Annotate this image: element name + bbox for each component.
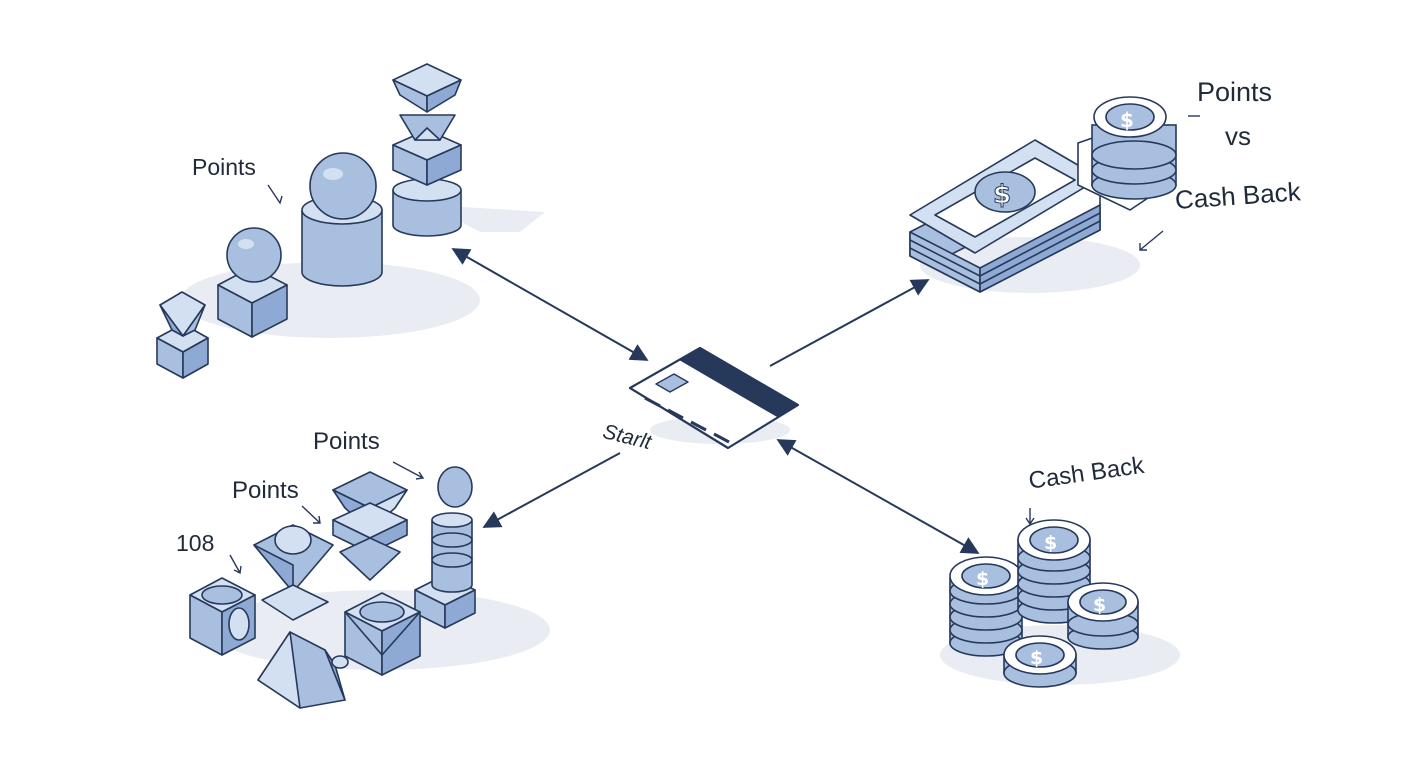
coin-stack-left: $ <box>949 556 1023 657</box>
funnel-shape <box>253 524 334 621</box>
cube-with-octagon <box>344 592 421 676</box>
arrow-card-to-coins <box>776 439 980 554</box>
coin-stack-middle: $ <box>1017 519 1091 624</box>
small-cube <box>156 291 209 379</box>
cylinder-with-sphere <box>301 152 383 287</box>
title-line-vs: vs <box>1225 121 1251 151</box>
arrow-card-to-shapes <box>482 452 621 528</box>
credit-card-icon <box>628 346 800 450</box>
coin-stack-right: $ <box>1067 582 1139 650</box>
label-number: 108 <box>176 530 215 556</box>
arrow-card-to-points <box>451 248 649 361</box>
dollar-sign-icon: $ <box>1093 594 1106 616</box>
coin-stack-top: $ <box>1077 96 1177 211</box>
points-solids-cluster <box>156 63 462 379</box>
dollar-sign-icon: $ <box>976 568 989 590</box>
dollar-sign-icon: $ <box>993 180 1012 211</box>
stacked-tower <box>392 63 462 237</box>
label-points-low: Points <box>232 477 299 504</box>
svg-text:$: $ <box>993 180 1011 210</box>
connector-arrows <box>451 248 980 554</box>
cylinder-pillar <box>414 466 476 629</box>
dollar-sign-icon: $ <box>1030 647 1043 669</box>
stacked-prisms <box>332 471 408 581</box>
cash-stack <box>909 139 1101 293</box>
cube-with-sphere <box>217 227 288 338</box>
dollar-sign-icon: $ <box>1120 108 1134 132</box>
label-pointers <box>229 115 1200 575</box>
cube-with-circle <box>189 577 256 656</box>
folded-prism <box>257 631 349 709</box>
label-points-mid: Points <box>313 428 380 455</box>
label-points-top: Points <box>192 154 256 180</box>
coin-front: $ <box>1003 635 1077 688</box>
arrow-card-to-cash <box>769 279 930 367</box>
coin-pile: $ $ $ <box>949 519 1139 688</box>
shapes-cluster <box>189 466 476 709</box>
title-line-points: Points <box>1197 77 1273 107</box>
dollar-sign-icon: $ <box>1044 532 1057 554</box>
